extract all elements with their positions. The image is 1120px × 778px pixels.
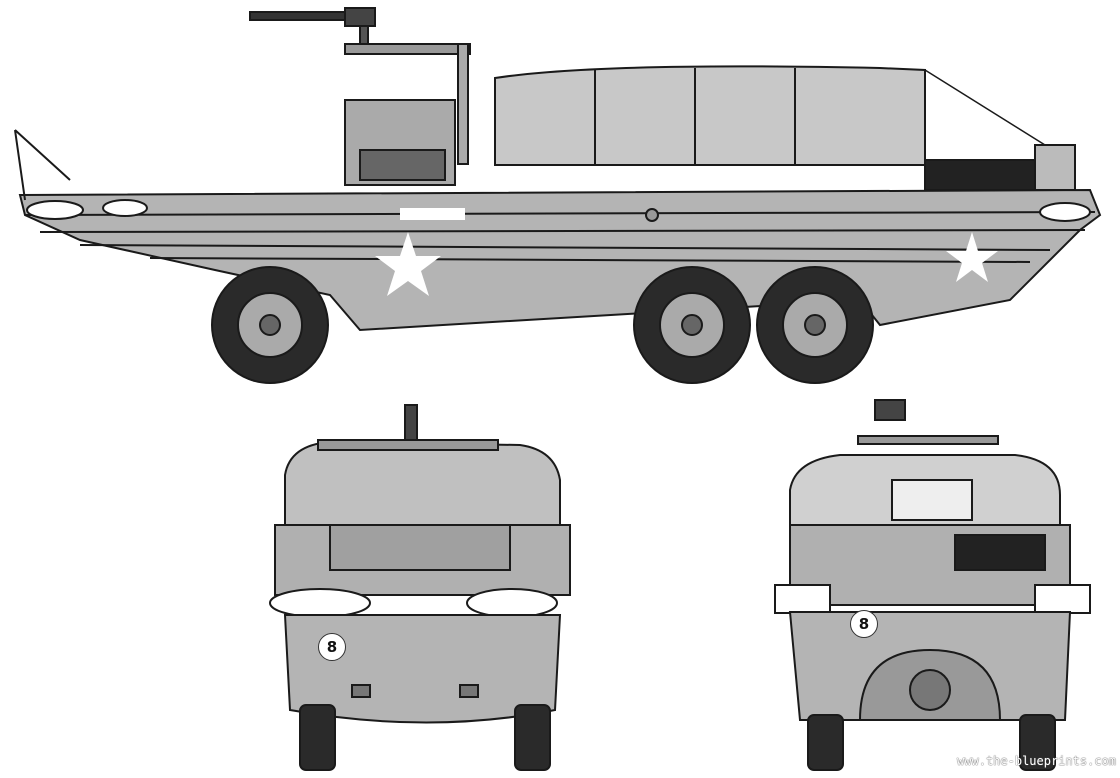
rear-view [774,399,1091,771]
canvas-cover [494,65,926,166]
star-insignia [375,232,441,296]
side-view [14,7,1102,384]
wheel [211,266,329,384]
rear-marker-badge: 8 [850,610,878,638]
star-insignia [946,232,998,282]
wheel [633,266,751,384]
wheel [756,266,874,384]
front-view [269,404,571,771]
hull-number-marking [400,208,465,220]
watermark: www.the-blueprints.com [957,754,1116,768]
front-marker-badge: 8 [318,633,346,661]
machine-gun-side [249,7,471,165]
